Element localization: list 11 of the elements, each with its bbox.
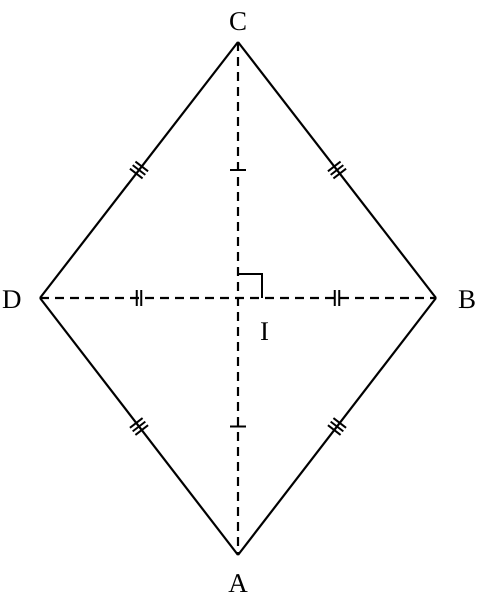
- side-line: [39, 297, 239, 556]
- diagonal-line: [40, 296, 436, 300]
- side-line: [39, 41, 239, 299]
- diagonal-line: [236, 42, 240, 555]
- vertex-label: C: [228, 8, 247, 35]
- vertex-label: D: [2, 286, 22, 312]
- side-line: [237, 297, 437, 556]
- side-line: [237, 41, 437, 299]
- vertex-label: A: [228, 570, 248, 597]
- vertex-label: B: [458, 286, 476, 312]
- point-label: I: [260, 318, 269, 345]
